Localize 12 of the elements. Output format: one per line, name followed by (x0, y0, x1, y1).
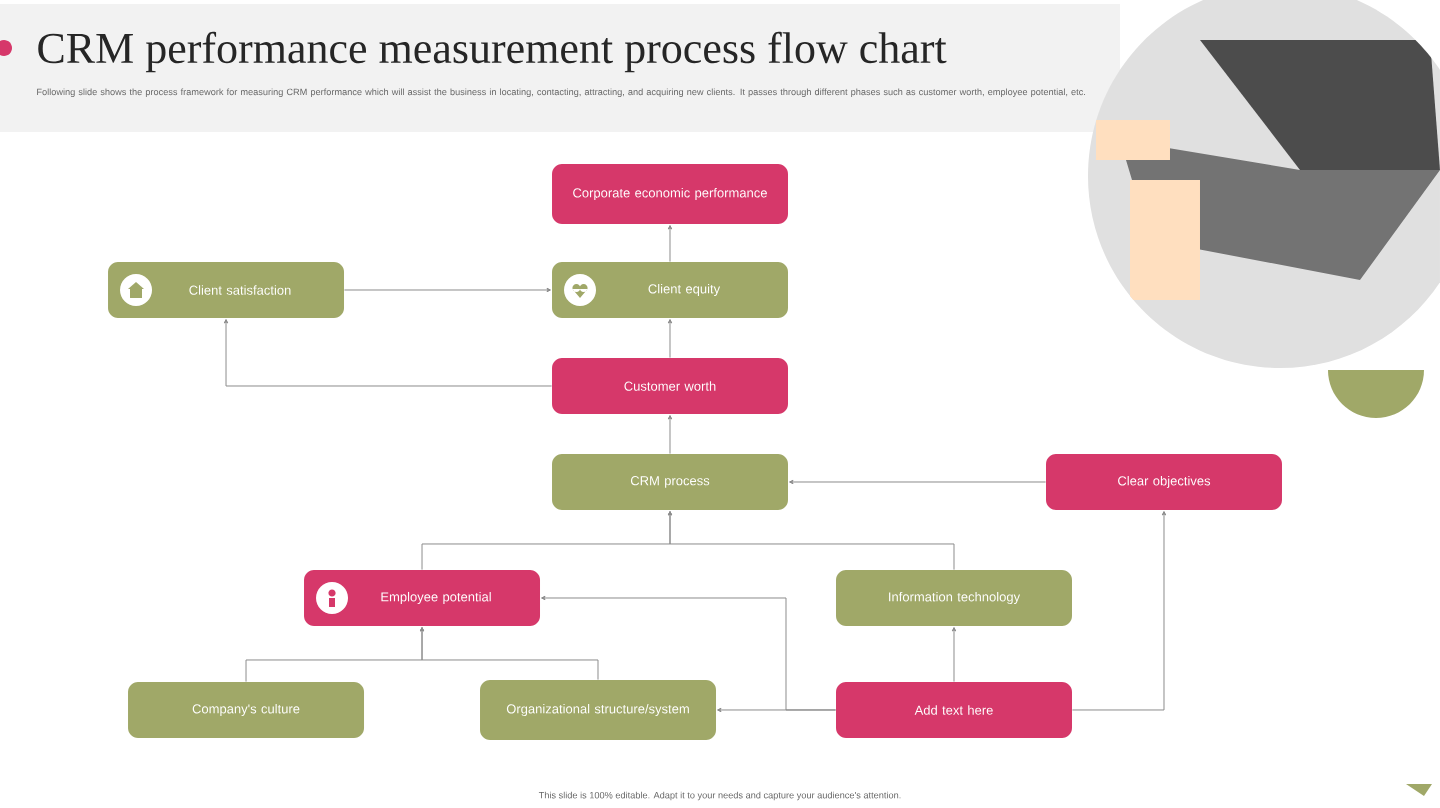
arrow (1071, 511, 1167, 711)
title: CRM performance measurement process flow chart (38, 31, 947, 73)
arrow (667, 225, 673, 263)
arrow (951, 627, 957, 683)
arrow (343, 287, 551, 293)
arrow (419, 627, 599, 681)
arrow (667, 511, 955, 571)
arrow (717, 707, 837, 713)
arrow (789, 479, 1047, 485)
arrow (223, 319, 553, 387)
arrow (667, 415, 673, 455)
arrow (667, 319, 673, 359)
